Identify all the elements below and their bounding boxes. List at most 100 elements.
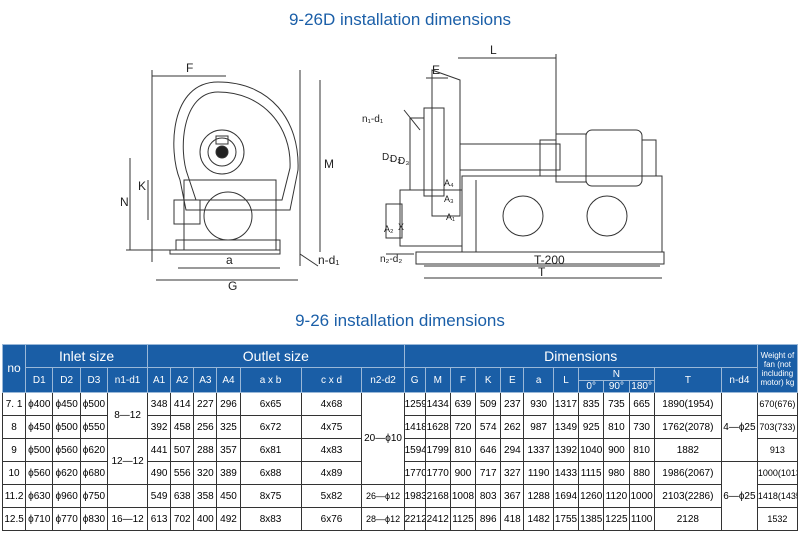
cell-N90: 810 xyxy=(603,415,630,439)
cell-axb: 6x72 xyxy=(239,415,302,439)
header-n1-d1: n1-d1 xyxy=(107,367,149,393)
cell-A3: 227 xyxy=(193,392,218,416)
label-G: G xyxy=(228,279,237,293)
cell-A4: 296 xyxy=(216,392,241,416)
cell-A3: 400 xyxy=(193,507,218,531)
cell-D1: ϕ560 xyxy=(25,461,54,485)
cell-G: 1259 xyxy=(403,392,426,416)
cell-a: 1288 xyxy=(523,484,554,508)
header-n-d4: n-d4 xyxy=(721,367,758,393)
cell-A3: 358 xyxy=(193,484,218,508)
cell-N90: 1225 xyxy=(603,507,630,531)
cell-cxd: 4x89 xyxy=(300,461,363,485)
cell-D3: ϕ750 xyxy=(79,484,109,508)
cell-F: 1125 xyxy=(449,507,477,531)
cell-N90: 1120 xyxy=(603,484,630,508)
label-a: a xyxy=(226,253,233,267)
cell-N0: 1385 xyxy=(578,507,605,531)
cell-K: 646 xyxy=(475,438,502,462)
cell-A1: 441 xyxy=(147,438,172,462)
drawing-title: 9-26D installation dimensions xyxy=(288,10,512,29)
header-N-90: 90° xyxy=(603,380,630,393)
cell-T: 1882 xyxy=(653,438,723,462)
cell-A3: 288 xyxy=(193,438,218,462)
cell-weight: 1418(1435) xyxy=(756,484,799,508)
installation-drawing: F M N K a G n-d₁ E L n₁-d₁ D₁ D₂ D₃ A₄ A… xyxy=(120,43,665,293)
cell-A1: 348 xyxy=(147,392,172,416)
cell-weight: 670(676) xyxy=(756,392,799,416)
cell-axb: 6x65 xyxy=(239,392,302,416)
label-N: N xyxy=(120,195,129,209)
cell-L: 1755 xyxy=(552,507,580,531)
cell-N0: 1260 xyxy=(578,484,605,508)
cell-D2: ϕ770 xyxy=(52,507,81,531)
label-D3: D₃ xyxy=(398,156,409,167)
cell-E: 262 xyxy=(500,415,525,439)
cell-A4: 325 xyxy=(216,415,241,439)
cell-N90: 900 xyxy=(603,438,630,462)
cell-E: 294 xyxy=(500,438,525,462)
cell-M: 1434 xyxy=(424,392,451,416)
cell-cxd: 6x76 xyxy=(300,507,363,531)
header-K: K xyxy=(475,367,502,393)
cell-D2: ϕ450 xyxy=(52,392,81,416)
cell-A4: 450 xyxy=(216,484,241,508)
cell-A2: 702 xyxy=(170,507,195,531)
cell-D2: ϕ560 xyxy=(52,438,81,462)
cell-a: 1482 xyxy=(523,507,554,531)
cell-F: 1008 xyxy=(449,484,477,508)
cell-D2: ϕ960 xyxy=(52,484,81,508)
cell-K: 896 xyxy=(475,507,502,531)
cell-n1-d1 xyxy=(107,484,149,508)
cell-A4: 492 xyxy=(216,507,241,531)
header-n2-d2: n2-d2 xyxy=(361,367,405,393)
cell-a: 987 xyxy=(523,415,554,439)
cell-A2: 556 xyxy=(170,461,195,485)
label-A4: A₄ xyxy=(444,178,454,188)
header-A2: A2 xyxy=(170,367,195,393)
header-A3: A3 xyxy=(193,367,218,393)
cell-cxd: 4x75 xyxy=(300,415,363,439)
cell-L: 1433 xyxy=(552,461,580,485)
label-T-200: T-200 xyxy=(534,253,565,267)
cell-cxd: 4x83 xyxy=(300,438,363,462)
cell-axb: 6x81 xyxy=(239,438,302,462)
cell-A4: 389 xyxy=(216,461,241,485)
cell-K: 803 xyxy=(475,484,502,508)
header-a: a xyxy=(523,367,554,393)
dimensions-table: no Inlet size Outlet size Dimensions Wei… xyxy=(1,344,799,531)
cell-n-d4: 4—ϕ25 xyxy=(721,392,758,462)
cell-N0: 835 xyxy=(578,392,605,416)
cell-N180: 1000 xyxy=(628,484,655,508)
cell-T: 1986(2067) xyxy=(653,461,723,485)
cell-a: 1190 xyxy=(523,461,554,485)
header-F: F xyxy=(449,367,477,393)
cell-N180: 1100 xyxy=(628,507,655,531)
header-weight: Weight of fan (not including motor) kg xyxy=(756,344,799,393)
cell-M: 2168 xyxy=(424,484,451,508)
cell-n2-d2: 20—ϕ10 xyxy=(361,392,405,485)
cell-A1: 392 xyxy=(147,415,172,439)
cell-K: 509 xyxy=(475,392,502,416)
cell-n1-d1: 12—12 xyxy=(107,438,149,485)
cell-F: 639 xyxy=(449,392,477,416)
cell-M: 1799 xyxy=(424,438,451,462)
cell-n-d4: 6—ϕ25 xyxy=(721,461,758,531)
header-T: T xyxy=(653,367,723,393)
header-D2: D2 xyxy=(52,367,81,393)
cell-D3: ϕ620 xyxy=(79,438,109,462)
label-A1: A₁ xyxy=(446,212,455,222)
cell-D1: ϕ710 xyxy=(25,507,54,531)
label-n1-d1: n₁-d₁ xyxy=(362,114,384,125)
header-dimensions: Dimensions xyxy=(403,344,758,368)
cell-axb: 6x88 xyxy=(239,461,302,485)
header-N-0: 0° xyxy=(578,380,605,393)
cell-F: 810 xyxy=(449,438,477,462)
cell-K: 574 xyxy=(475,415,502,439)
cell-G: 1770 xyxy=(403,461,426,485)
cell-D2: ϕ500 xyxy=(52,415,81,439)
cell-M: 2412 xyxy=(424,507,451,531)
cell-n1-d1: 16—12 xyxy=(107,507,149,531)
table-title: 9-26 installation dimensions xyxy=(295,311,505,330)
cell-A3: 320 xyxy=(193,461,218,485)
